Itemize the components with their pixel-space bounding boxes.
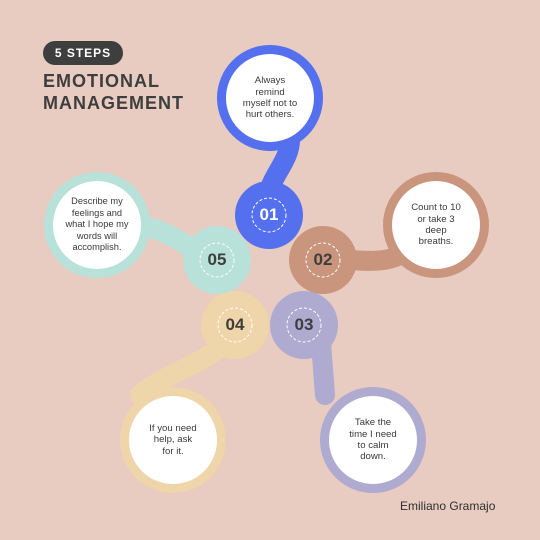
step-02-number: 02 bbox=[313, 250, 333, 269]
steps-badge: 5 STEPS bbox=[43, 41, 123, 65]
step-05-number: 05 bbox=[207, 250, 227, 269]
step-01-shape bbox=[217, 45, 323, 249]
step-05-shape bbox=[44, 172, 251, 294]
step-02-text: Count to 10 or take 3 deep breaths. bbox=[411, 202, 461, 248]
title-line-2: MANAGEMENT bbox=[43, 93, 184, 113]
step-04-shape bbox=[120, 291, 269, 493]
author-name: Emiliano Gramajo bbox=[400, 499, 496, 513]
step-01-number: 01 bbox=[259, 205, 279, 224]
step-03-shape bbox=[270, 291, 426, 493]
page-title: EMOTIONAL MANAGEMENT bbox=[43, 70, 184, 114]
step-03-number: 03 bbox=[294, 315, 314, 334]
step-04-text: If you need help, ask for it. bbox=[149, 422, 197, 457]
step-02-shape bbox=[289, 172, 489, 294]
step-04-number: 04 bbox=[225, 315, 245, 334]
step-03-text: Take the time I need to calm down. bbox=[349, 417, 397, 463]
step-01-text: Always remind myself not to hurt others. bbox=[242, 75, 298, 121]
step-05-text: Describe my feelings and what I hope my … bbox=[65, 196, 129, 253]
title-line-1: EMOTIONAL bbox=[43, 71, 160, 91]
